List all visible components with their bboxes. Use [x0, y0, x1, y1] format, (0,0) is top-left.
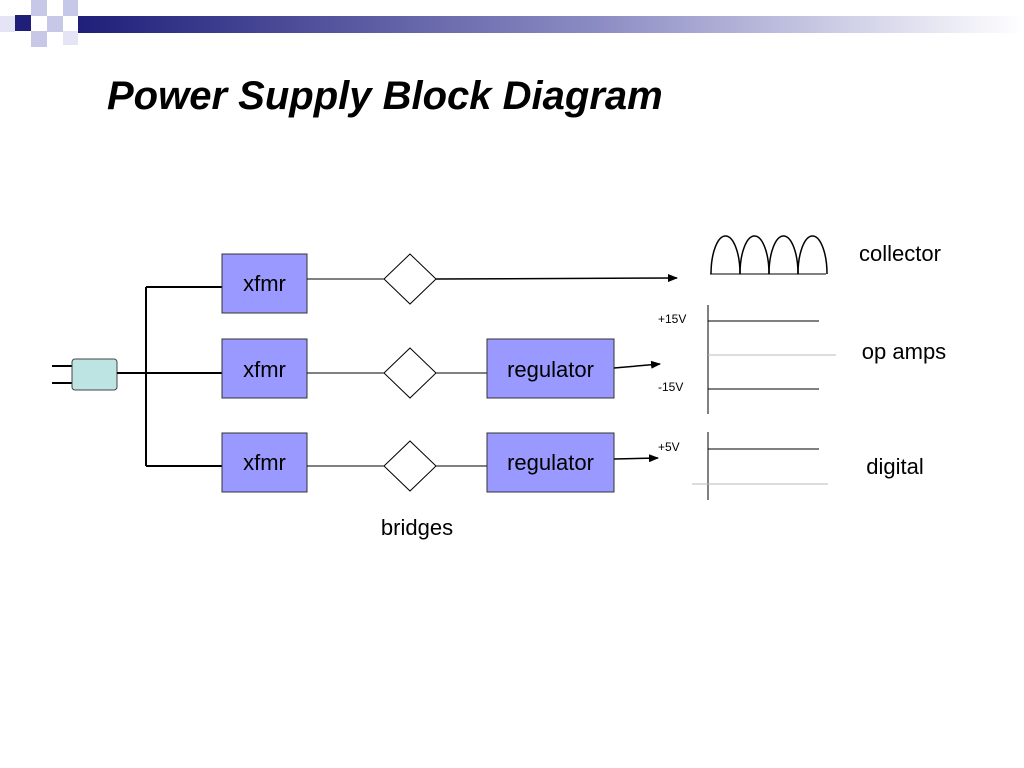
- op-amp-rails-graph: [707, 305, 836, 414]
- bridge-rectifier-1: [383, 253, 437, 305]
- op-amps-label: op amps: [862, 339, 946, 364]
- collector-arrow: [435, 274, 678, 283]
- rail-label-positive-15v: +15V: [658, 312, 686, 326]
- slide-title: Power Supply Block Diagram: [107, 74, 663, 118]
- bridge-rectifier-2: [383, 347, 437, 399]
- regulator-block-1: regulator: [486, 338, 615, 399]
- digital-rail-graph: [692, 432, 828, 500]
- header-decoration-bar: [0, 0, 1024, 47]
- regulator-label: regulator: [507, 357, 594, 382]
- bridge-rectifier-3: [383, 440, 437, 492]
- collector-label: collector: [859, 241, 941, 266]
- transformer-block-1: xfmr: [221, 253, 308, 314]
- rail-label-negative-15v: -15V: [658, 380, 683, 394]
- rail-label-positive-5v: +5V: [658, 440, 680, 454]
- op-amp-supply-arrow: [613, 360, 661, 369]
- ac-plug-icon: [52, 358, 118, 391]
- digital-label: digital: [866, 454, 923, 479]
- transformer-label: xfmr: [243, 357, 286, 382]
- bridges-label: bridges: [381, 515, 453, 540]
- transformer-label: xfmr: [243, 271, 286, 296]
- regulator-label: regulator: [507, 450, 594, 475]
- transformer-label: xfmr: [243, 450, 286, 475]
- transformer-block-3: xfmr: [221, 432, 308, 493]
- transformer-block-2: xfmr: [221, 338, 308, 399]
- input-wiring: [117, 286, 222, 467]
- collector-waveform: [710, 235, 828, 275]
- regulator-block-2: regulator: [486, 432, 615, 493]
- digital-supply-arrow: [613, 454, 659, 463]
